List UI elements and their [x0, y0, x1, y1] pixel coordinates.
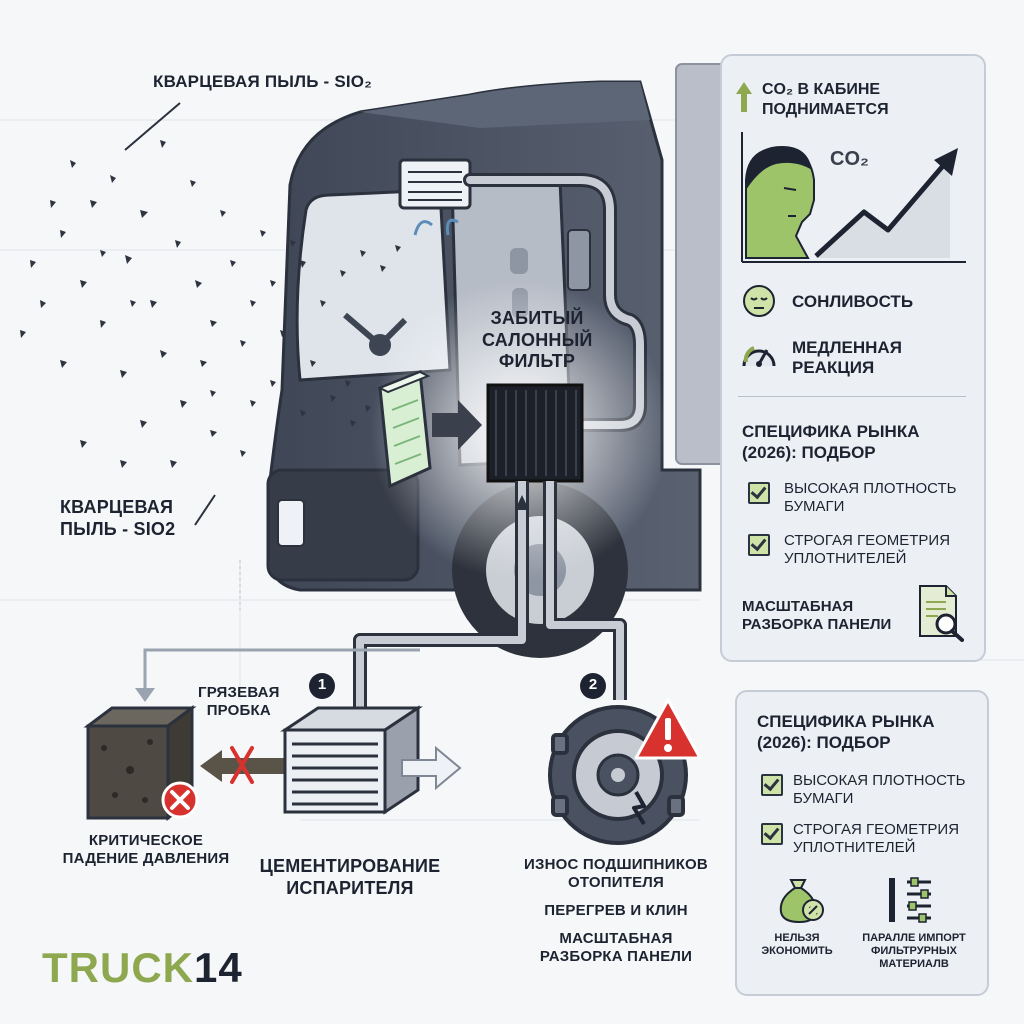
import-line3: МАТЕРИАЛВ — [879, 958, 949, 971]
checkbox-icon — [748, 534, 770, 556]
pressure-drop-label: КРИТИЧЕСКОЕ ПАДЕНИЕ ДАВЛЕНИЯ — [46, 832, 246, 868]
disasm-panel-line2: РАЗБОРКА ПАНЕЛИ — [742, 616, 892, 633]
panel-divider — [738, 396, 966, 397]
check1-line2: БУМАГИ — [784, 498, 845, 515]
brand-truck: TRUCK — [42, 944, 194, 991]
import-line2: ФИЛЬТРУРНЫХ — [871, 945, 957, 958]
bearing-line2: ОТОПИТЕЛЯ — [568, 874, 664, 891]
nosave-line2: ЭКОНОМИТЬ — [761, 945, 833, 958]
document-search-icon — [919, 585, 964, 642]
disasm-panel-line1: МАСШТАБНАЯ — [742, 598, 854, 615]
warning-icon — [634, 698, 702, 760]
slow-reaction-line2: РЕАКЦИЯ — [792, 358, 875, 377]
disasm-line1: МАСШТАБНАЯ — [559, 930, 673, 947]
quartz-side-line2: ПЫЛЬ - SiO2 — [60, 518, 176, 539]
info-panel-bottom: СПЕЦИФИКА РЫНКА (2026): ПОДБОР ВЫСОКАЯ П… — [735, 690, 989, 996]
check1-line1: ВЫСОКАЯ ПЛОТНОСТЬ — [784, 480, 957, 497]
mud-line2: ПРОБКА — [206, 702, 271, 719]
clean-filter — [377, 369, 432, 489]
flow-arrow — [432, 400, 482, 450]
error-x-icon — [161, 781, 199, 819]
check2-line1: СТРОГАЯ ГЕОМЕТРИЯ — [784, 532, 951, 549]
evaporator — [280, 705, 423, 815]
mud-line1: ГРЯЗЕВАЯ — [198, 684, 280, 701]
no-saving-label: НЕЛЬЗЯ ЭКОНОМИТЬ — [747, 932, 847, 958]
clogged-filter-label: ЗАБИТЫЙ САЛОННЫЙ ФИЛЬТР — [482, 308, 592, 373]
step-number-2: 2 — [588, 676, 598, 693]
co2-chart-icon — [741, 132, 966, 263]
evap-line1: ЦЕМЕНТИРОВАНИЕ — [259, 856, 441, 876]
up-arrow-icon — [736, 82, 752, 112]
check2-line1: СТРОГАЯ ГЕОМЕТРИЯ — [793, 821, 960, 838]
step-number-1: 1 — [317, 676, 327, 693]
dust-cloud — [20, 140, 401, 468]
quartz-side-line1: КВАРЦЕВАЯ — [60, 497, 174, 517]
mud-plug-label: ГРЯЗЕВАЯ ПРОБКА — [198, 684, 280, 720]
gauge-icon — [742, 346, 776, 367]
disasm-line2: РАЗБОРКА ПАНЕЛИ — [539, 948, 693, 965]
evap-line2: ИСПАРИТЕЛЯ — [286, 877, 414, 898]
info-panel-top: CO₂ В КАБИНЕ ПОДНИМАЕТСЯ CO₂ СОНЛИВОСТЬ … — [720, 54, 986, 662]
market-title-line2: (2026): ПОДБОР — [757, 733, 891, 752]
checkbox-icon — [761, 823, 783, 845]
checkbox-icon — [761, 774, 783, 796]
pressure-line2: ПАДЕНИЕ ДАВЛЕНИЯ — [62, 850, 230, 867]
market-title-line1: СПЕЦИФИКА РЫНКА — [742, 422, 920, 441]
market-title-line1: СПЕЦИФИКА РЫНКА — [757, 712, 935, 731]
clogged-line1: ЗАБИТЫЙ — [490, 308, 584, 328]
brand-number: 14 — [193, 944, 243, 991]
co2-title-line1: CO₂ В КАБИНЕ — [762, 81, 881, 98]
bearing-line1: ИЗНОС ПОДШИПНИКОВ — [524, 856, 708, 873]
step-badge-icon — [309, 673, 335, 699]
check2-line2: УПЛОТНИТЕЛЕЙ — [784, 550, 907, 567]
heater-consequences: ИЗНОС ПОДШИПНИКОВ ОТОПИТЕЛЯ ПЕРЕГРЕВ И К… — [510, 856, 722, 966]
sliders-icon — [889, 877, 931, 923]
overheat-label: ПЕРЕГРЕВ И КЛИН — [544, 902, 688, 919]
quartz-dust-label-top: КВАРЦЕВАЯ ПЫЛЬ - SiO₂ — [153, 72, 372, 91]
blocked-arrow — [200, 750, 300, 782]
market-title-line2: (2026): ПОДБОР — [742, 443, 876, 462]
drowsiness-label: СОНЛИВОСТЬ — [792, 292, 914, 311]
steering-wheel — [343, 312, 408, 356]
check1-line1: ВЫСОКАЯ ПЛОТНОСТЬ — [793, 772, 966, 789]
sleepy-face-icon — [743, 285, 775, 317]
quartz-dust-label-side: КВАРЦЕВАЯ ПЫЛЬ - SiO2 — [60, 497, 175, 540]
step-badge-icon — [580, 673, 606, 699]
clogged-line2: САЛОННЫЙ — [482, 329, 593, 350]
import-line1: ПАРАЛЛЕ ИМПОРТ — [862, 932, 966, 944]
evaporator-label: ЦЕМЕНТИРОВАНИЕ ИСПАРИТЕЛЯ — [250, 856, 450, 899]
check2-line2: УПЛОТНИТЕЛЕЙ — [793, 839, 916, 856]
clogged-line3: ФИЛЬТР — [498, 351, 576, 372]
money-bag-icon — [779, 879, 824, 924]
co2-title-line2: ПОДНИМАЕТСЯ — [762, 101, 889, 118]
nosave-line1: НЕЛЬЗЯ — [774, 932, 820, 944]
brand-logo: TRUCK14 — [42, 944, 243, 992]
checkbox-icon — [748, 482, 770, 504]
slow-reaction-line1: МЕДЛЕННАЯ — [792, 338, 902, 357]
parallel-import-label: ПАРАЛЛЕ ИМПОРТ ФИЛЬТРУРНЫХ МАТЕРИАЛВ — [849, 932, 979, 972]
co2-chart-label: CO₂ — [830, 148, 869, 170]
pressure-line1: КРИТИЧЕСКОЕ — [88, 832, 204, 849]
clogged-filter — [486, 383, 584, 483]
check1-line2: БУМАГИ — [793, 790, 854, 807]
